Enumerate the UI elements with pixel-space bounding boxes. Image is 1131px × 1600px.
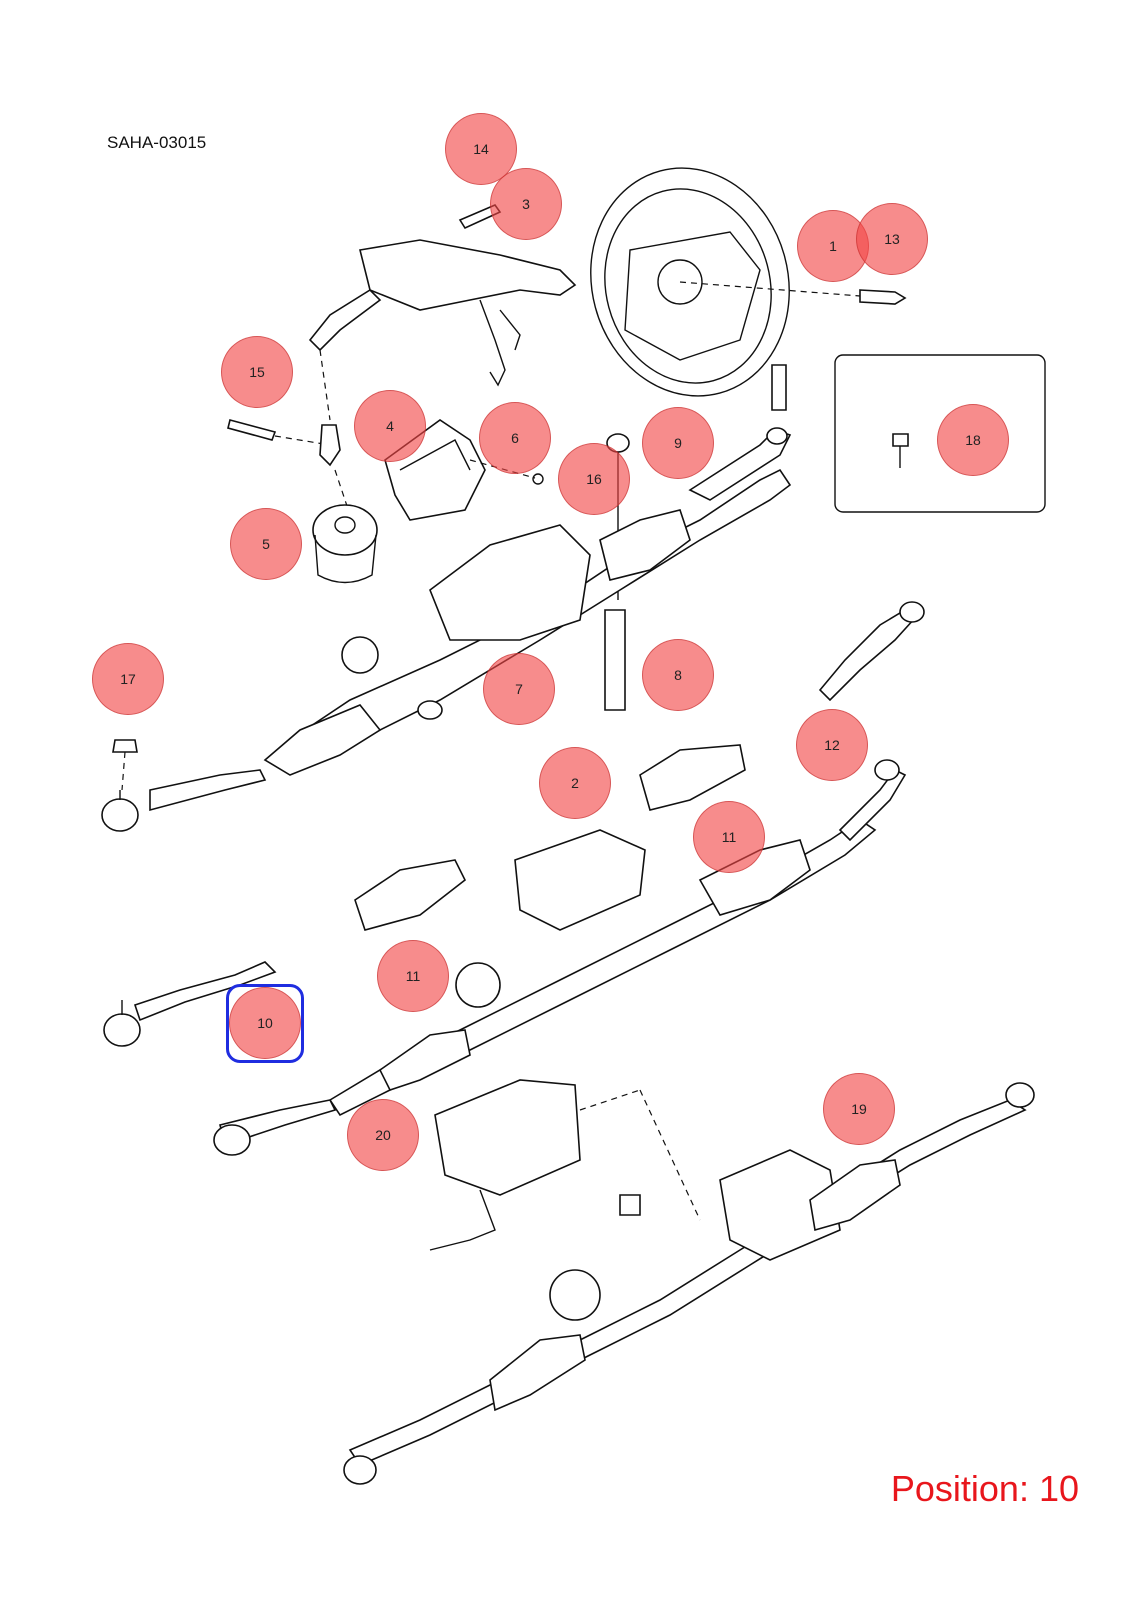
diagram-code: SAHA-03015 (107, 133, 207, 152)
callout-11[interactable]: 11 (377, 940, 449, 1012)
detail-box-drawing (834, 354, 1046, 513)
callout-8[interactable]: 8 (642, 639, 714, 711)
steering-wheel-drawing (590, 167, 907, 397)
callout-3[interactable]: 3 (490, 168, 562, 240)
callout-20[interactable]: 20 (347, 1099, 419, 1171)
callout-17[interactable]: 17 (92, 643, 164, 715)
steering-gear-upper-drawing (101, 364, 792, 832)
callout-5[interactable]: 5 (230, 508, 302, 580)
callout-16[interactable]: 16 (558, 443, 630, 515)
callout-13[interactable]: 13 (856, 203, 928, 275)
tie-rod-end-10-drawing (103, 961, 277, 1047)
callout-6[interactable]: 6 (479, 402, 551, 474)
position-label: Position: 10 (890, 1468, 1079, 1509)
callout-11[interactable]: 11 (693, 801, 765, 873)
column-boot-drawing (312, 504, 378, 584)
callout-2[interactable]: 2 (539, 747, 611, 819)
steering-gear-lower-drawing (343, 1079, 1035, 1485)
callout-12[interactable]: 12 (796, 709, 868, 781)
tie-rod-end-12-drawing (818, 601, 925, 702)
steering-gear-middle-drawing (213, 744, 907, 1156)
selected-position-highlight (226, 984, 304, 1063)
bolt-and-joint-drawing (227, 419, 356, 531)
callout-15[interactable]: 15 (221, 336, 293, 408)
callout-4[interactable]: 4 (354, 390, 426, 462)
callout-7[interactable]: 7 (483, 653, 555, 725)
callout-19[interactable]: 19 (823, 1073, 895, 1145)
callout-18[interactable]: 18 (937, 404, 1009, 476)
callout-9[interactable]: 9 (642, 407, 714, 479)
